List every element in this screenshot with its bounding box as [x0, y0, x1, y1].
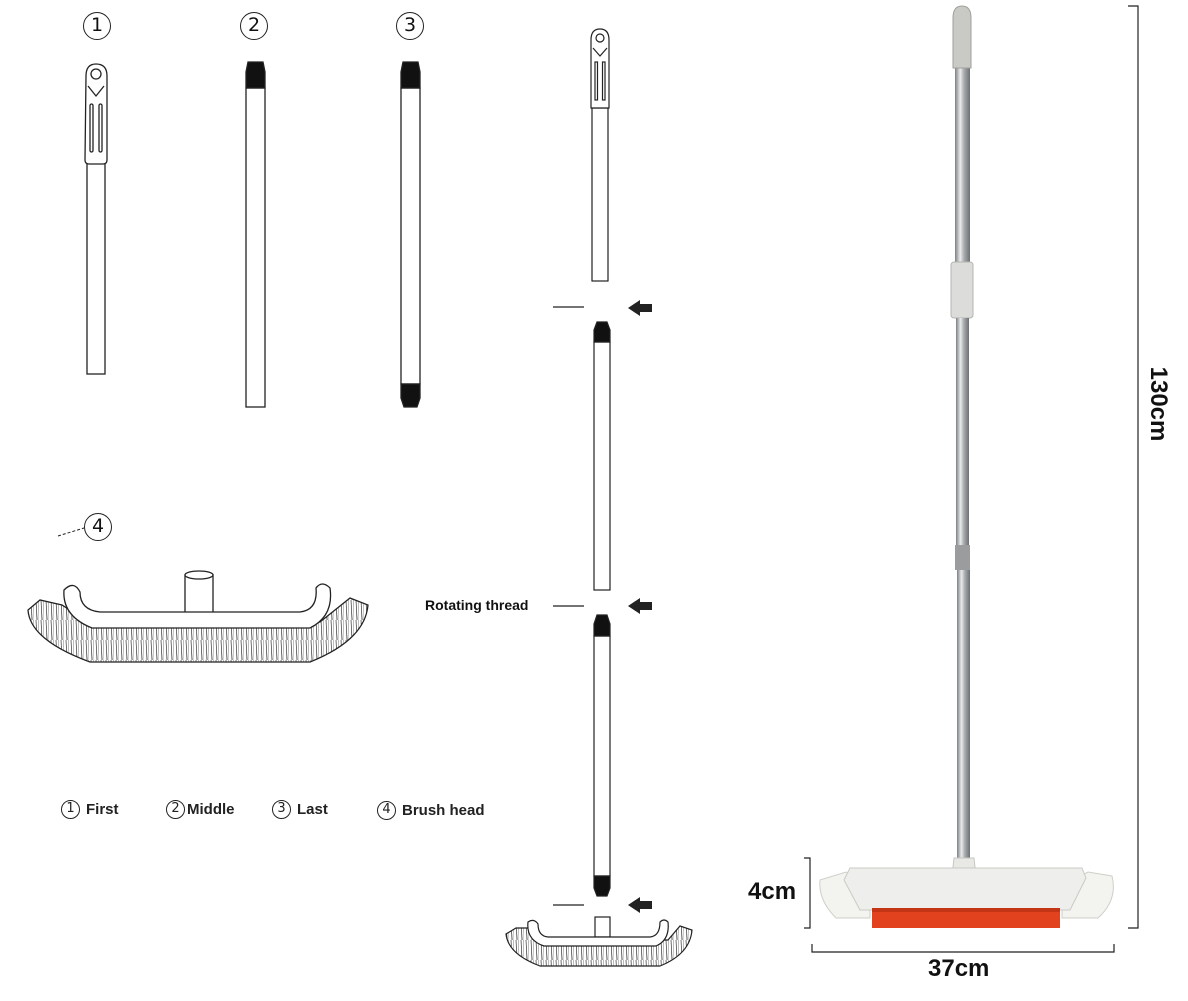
- legend-item-last: 3 Last: [272, 800, 328, 819]
- part-number-brush-head: 4: [84, 513, 112, 541]
- part-last-pole: [400, 61, 421, 408]
- arrow-left-icon: [628, 300, 652, 316]
- legend-label: Brush head: [402, 802, 485, 819]
- assembly-exploded-view: [505, 28, 693, 967]
- part-number-middle: 2: [240, 12, 268, 40]
- legend-label: First: [86, 801, 119, 818]
- arrow-left-icon: [628, 897, 652, 913]
- assembled-product-photo: [819, 5, 1114, 928]
- height-dimension-label: 130cm: [1145, 366, 1172, 442]
- arrow-left-icon: [628, 598, 652, 614]
- connection-markers: [553, 300, 652, 913]
- legend-number: 2: [166, 800, 185, 819]
- legend-item-first: 1 First: [61, 800, 119, 819]
- dimension-lines: [804, 5, 1139, 953]
- legend-number: 4: [377, 801, 396, 820]
- part-number-last: 3: [396, 12, 424, 40]
- legend-number: 3: [272, 800, 291, 819]
- legend-label: Last: [297, 801, 328, 818]
- brush-head-leader-line: [57, 527, 85, 537]
- part-number-first: 1: [83, 12, 111, 40]
- width-dimension-label: 37cm: [928, 955, 990, 982]
- part-brush-head-sketch: [27, 570, 369, 663]
- part-first-pole: [84, 63, 108, 375]
- head-height-dimension-label: 4cm: [748, 878, 797, 905]
- rotating-thread-label: Rotating thread: [425, 597, 529, 613]
- legend-label: Middle: [187, 801, 235, 818]
- legend-item-middle: 2 Middle: [166, 800, 235, 819]
- legend-item-brush-head: 4 Brush head: [377, 801, 485, 820]
- legend-number: 1: [61, 800, 80, 819]
- part-middle-pole: [245, 61, 266, 408]
